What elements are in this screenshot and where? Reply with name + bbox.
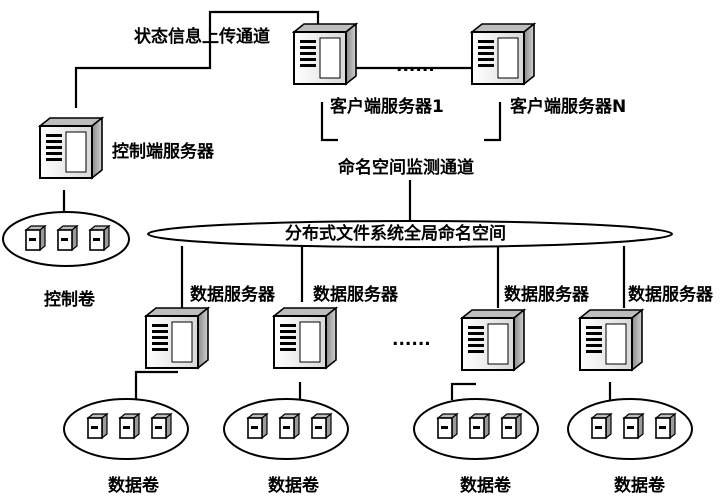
- disk-icon: [247, 413, 268, 439]
- data-server-icon-3: [461, 309, 525, 371]
- status-channel-label: 状态信息上传通道: [134, 27, 270, 47]
- global-namespace-label: 分布式文件系统全局命名空间: [285, 224, 506, 244]
- data-volume-label-2: 数据卷: [268, 476, 319, 496]
- disk-icon: [437, 413, 458, 439]
- disk-icon: [591, 413, 612, 439]
- ellipsis-data-servers: ......: [392, 330, 431, 350]
- disk-icon: [311, 413, 332, 439]
- disk-icon: [279, 413, 300, 439]
- control-volume-label: 控制卷: [44, 290, 95, 310]
- data-volume-label-3: 数据卷: [460, 476, 511, 496]
- data-server-label-2: 数据服务器: [313, 285, 398, 305]
- naming-monitor-channel-label: 命名空间监测通道: [338, 158, 474, 178]
- client-n-link: [484, 102, 502, 142]
- data-server-label-4: 数据服务器: [628, 285, 713, 305]
- data-server-label-1: 数据服务器: [190, 285, 275, 305]
- disk-icon: [89, 225, 110, 251]
- status-channel-line: [74, 10, 320, 108]
- client-server-1-label: 客户端服务器1: [330, 97, 444, 117]
- client-1-link: [320, 102, 338, 142]
- client-server-1-icon: [293, 23, 357, 85]
- control-server-label: 控制端服务器: [112, 142, 214, 162]
- disk-icon: [151, 413, 172, 439]
- data-volume-label-4: 数据卷: [614, 476, 665, 496]
- data-server-icon-2: [273, 307, 337, 369]
- disk-icon: [119, 413, 140, 439]
- disk-icon: [57, 225, 78, 251]
- disk-icon: [469, 413, 490, 439]
- global-namespace-ellipse: [147, 220, 673, 248]
- data-volume-1-link: [134, 370, 178, 400]
- disk-icon: [87, 413, 108, 439]
- client-server-n-label: 客户端服务器N: [510, 97, 627, 117]
- disk-icon: [25, 225, 46, 251]
- disk-icon: [623, 413, 644, 439]
- ellipsis-clients: ......: [396, 56, 435, 76]
- client-server-n-icon: [471, 23, 535, 85]
- data-server-label-3: 数据服务器: [504, 285, 589, 305]
- control-server-icon: [39, 117, 103, 179]
- data-server-icon-4: [579, 309, 643, 371]
- data-volume-label-1: 数据卷: [108, 476, 159, 496]
- disk-icon: [655, 413, 676, 439]
- data-server-icon-1: [145, 307, 209, 369]
- data-volume-3-link: [450, 382, 476, 400]
- disk-icon: [501, 413, 522, 439]
